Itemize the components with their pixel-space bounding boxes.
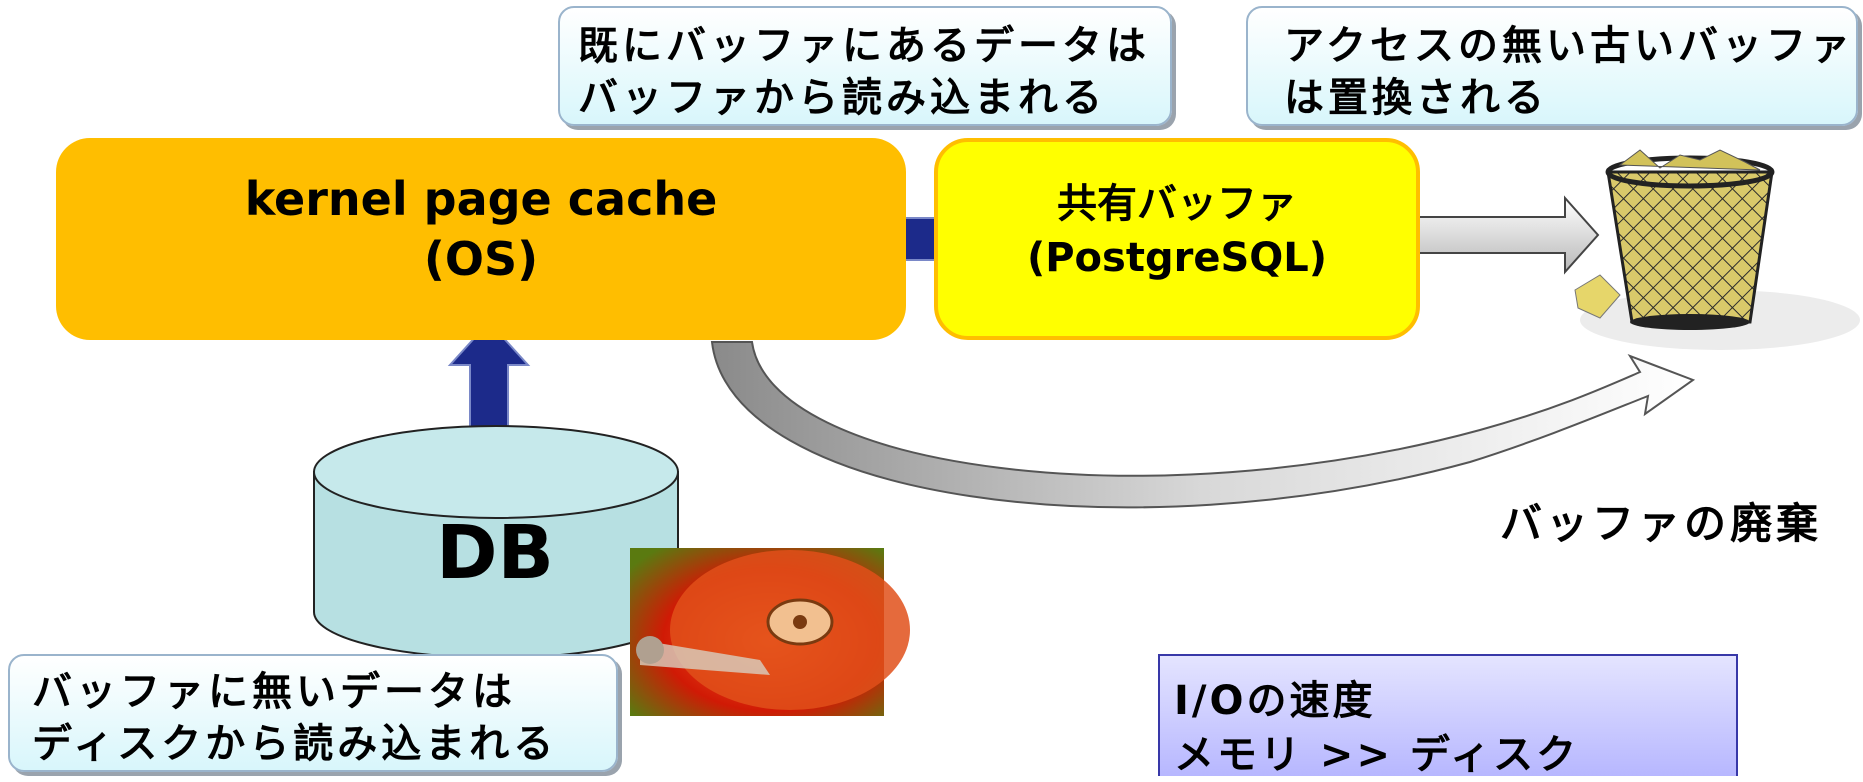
callout-buffer-hit-line2: バッファから読み込まれる xyxy=(578,75,1106,121)
shared-buffer-title: 共有バッファ xyxy=(1057,181,1297,227)
io-speed-title: I/Oの速度 xyxy=(1174,678,1376,724)
db-label: DB xyxy=(436,510,554,596)
callout-replaced-line1: アクセスの無い古いバッファ xyxy=(1284,23,1854,69)
kernel-page-cache-os: (OS) xyxy=(423,232,539,286)
trash-bin-icon xyxy=(1574,149,1860,350)
database-cylinder xyxy=(313,425,679,659)
kernel-page-cache-box: kernel page cache (OS) xyxy=(56,138,906,340)
shared-buffer-box: 共有バッファ (PostgreSQL) xyxy=(934,138,1420,340)
callout-buffer-hit-line1: 既にバッファにあるデータは xyxy=(578,23,1150,69)
shared-buffer-postgresql: (PostgreSQL) xyxy=(1026,235,1328,281)
kernel-page-cache-title: kernel page cache xyxy=(244,172,718,226)
discard-curve-arrow xyxy=(710,341,1696,509)
buffer-to-trash-arrow xyxy=(1417,195,1600,275)
hard-disk-icon xyxy=(630,548,910,716)
callout-replaced-line2: は置換される xyxy=(1284,75,1548,121)
callout-buffer-hit: 既にバッファにあるデータは バッファから読み込まれる xyxy=(558,6,1172,126)
callout-disk-read: バッファに無いデータは ディスクから読み込まれる xyxy=(8,654,618,772)
callout-replaced: アクセスの無い古いバッファ は置換される xyxy=(1246,6,1858,126)
callout-disk-read-line2: ディスクから読み込まれる xyxy=(32,721,558,767)
discard-label: バッファの廃棄 xyxy=(1500,499,1823,548)
io-speed-note: I/Oの速度 メモリ >> ディスク xyxy=(1158,654,1738,778)
callout-disk-read-line1: バッファに無いデータは xyxy=(32,669,516,715)
io-speed-comparison: メモリ >> ディスク xyxy=(1174,732,1580,778)
